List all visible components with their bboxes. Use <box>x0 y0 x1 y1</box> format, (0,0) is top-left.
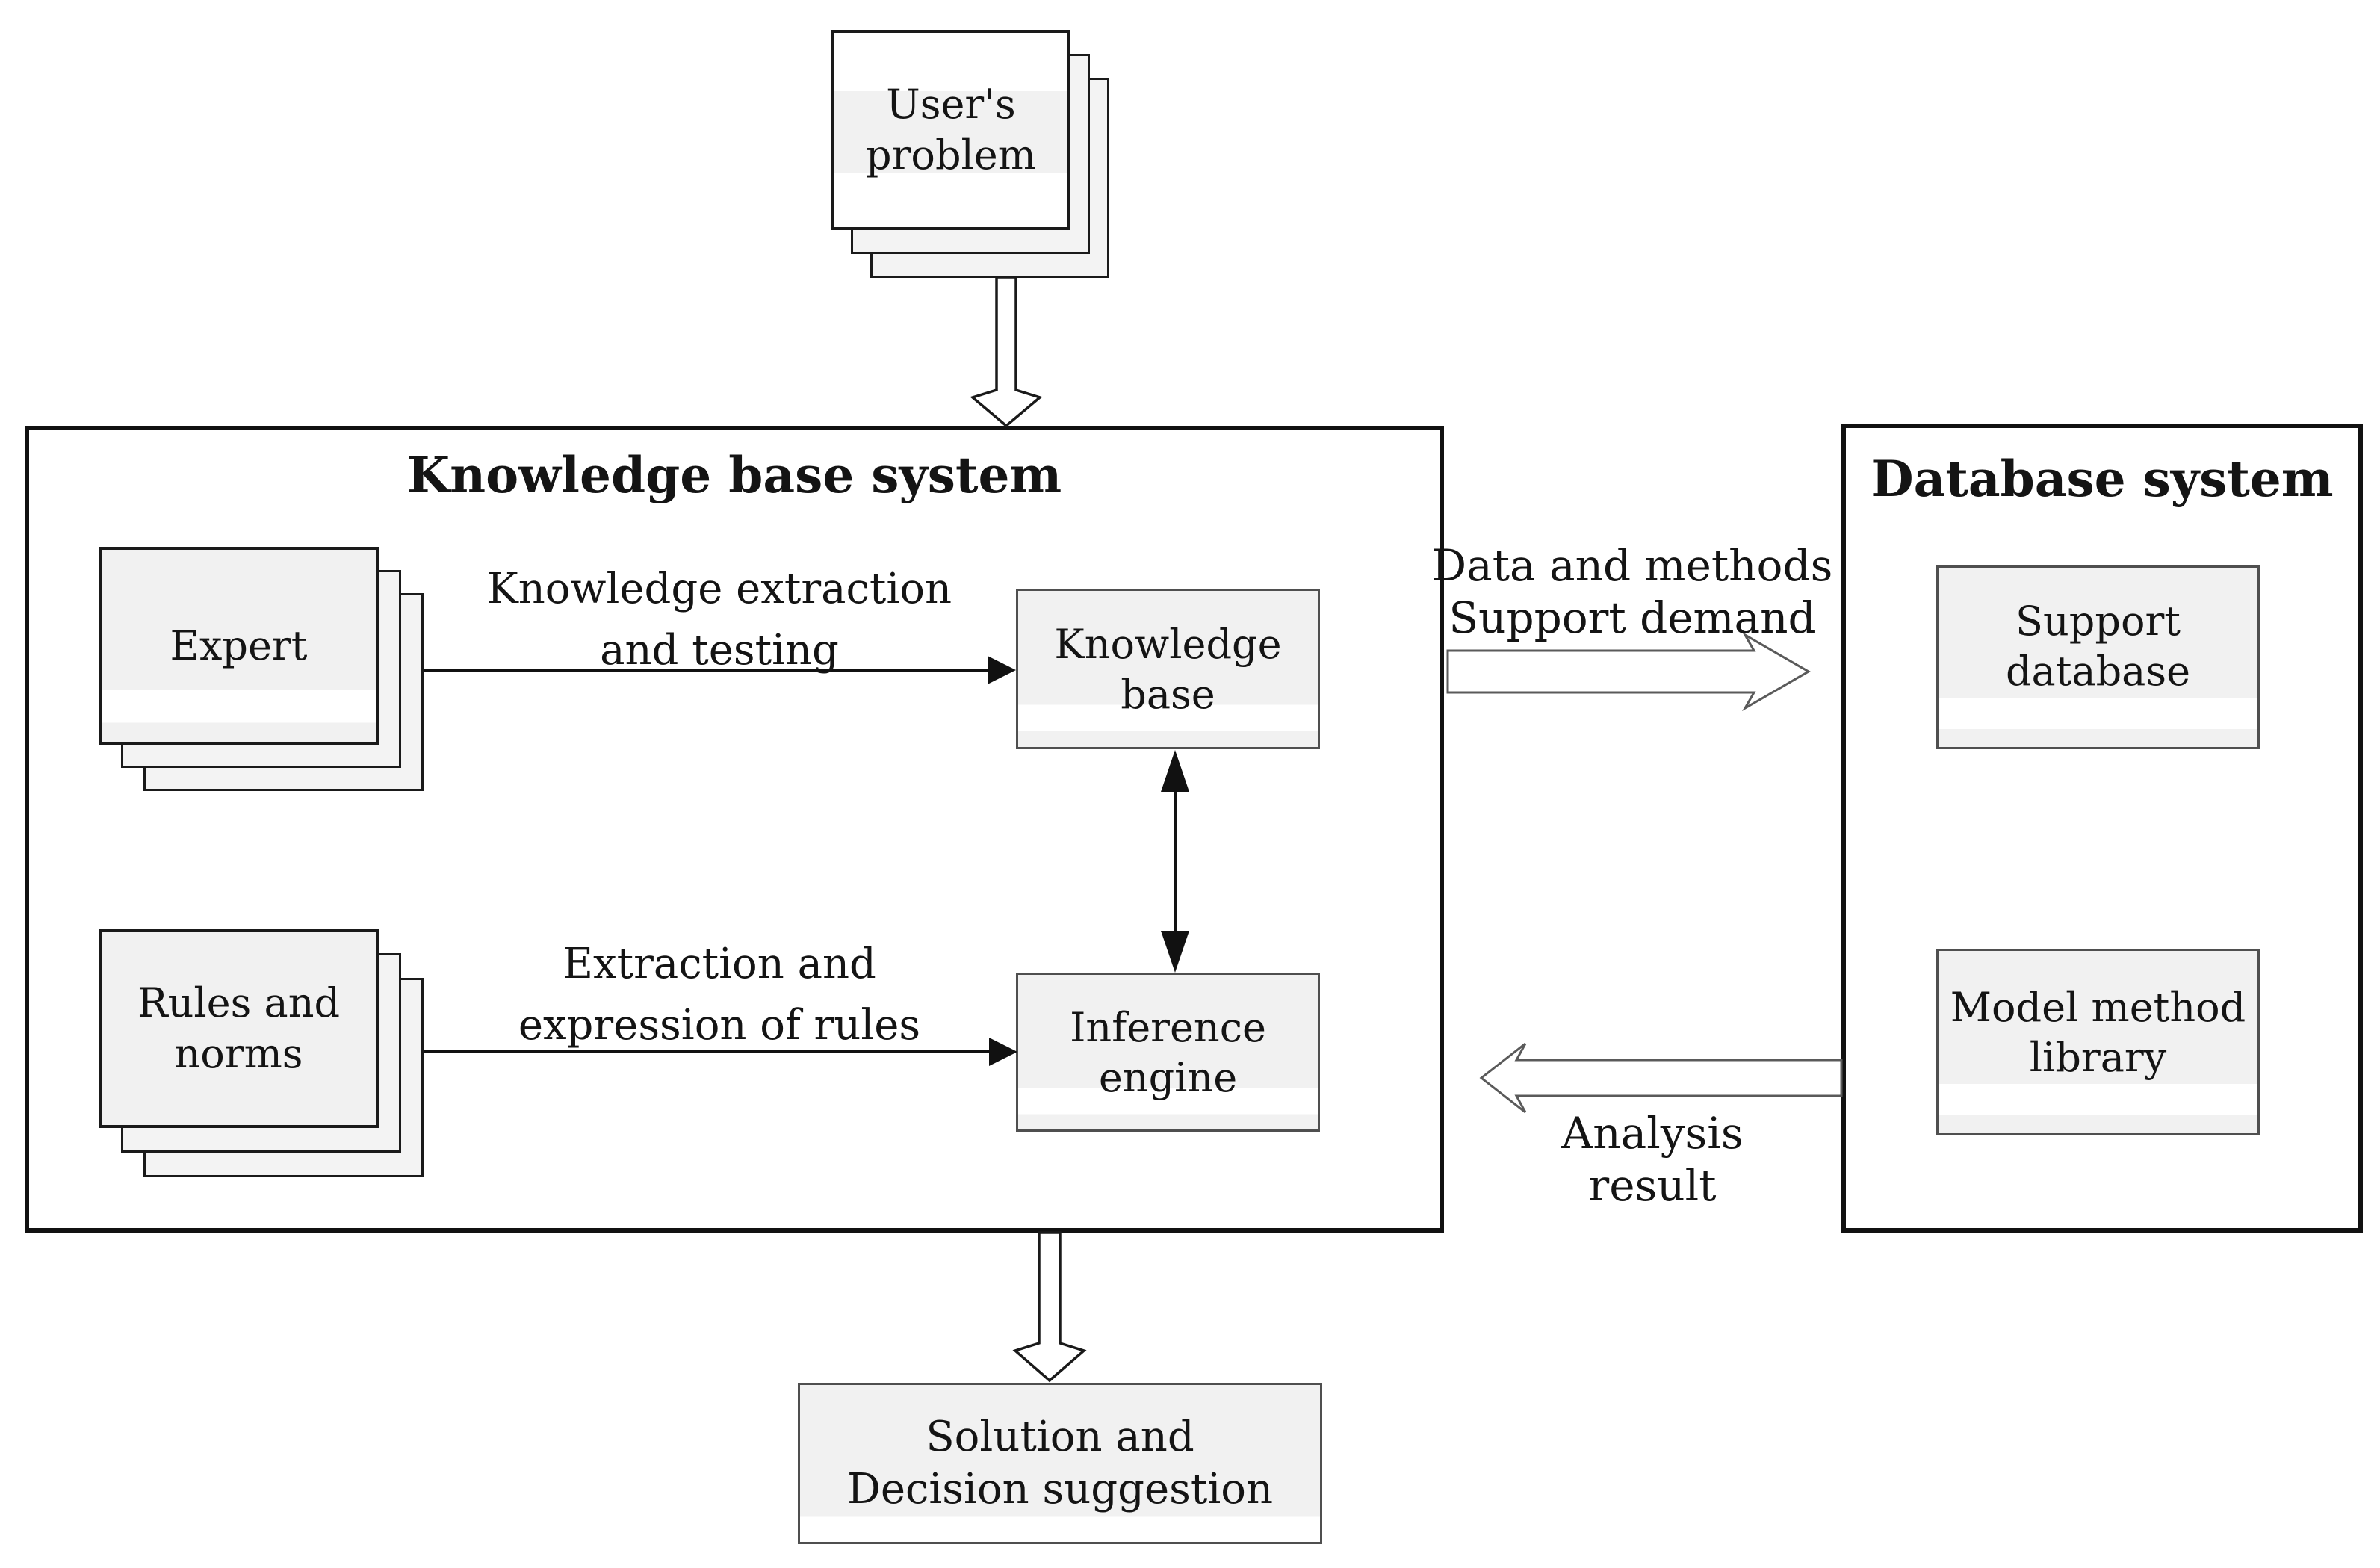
analysis-result-label-line2: result <box>1588 1160 1717 1211</box>
knowledge-base-node: Knowledge base <box>1016 589 1320 749</box>
user-problem-node: User's problem <box>831 30 1070 230</box>
expert-to-knowledge-base-arrowhead <box>988 656 1016 684</box>
knowledge-base-system-container: Knowledge base system <box>25 426 1444 1233</box>
inference-engine-label-line2: engine <box>1098 1053 1238 1101</box>
user-problem-label-line1: User's <box>886 81 1016 128</box>
kbs-to-solution-arrow <box>1012 1231 1087 1383</box>
analysis-result-arrow <box>1479 1042 1843 1114</box>
user-problem-label-line2: problem <box>866 131 1036 179</box>
data-methods-label-line1: Data and methods <box>1431 540 1833 591</box>
solution-label-line2: Decision suggestion <box>846 1465 1274 1513</box>
solution-label-line1: Solution and <box>926 1413 1194 1461</box>
solution-node: Solution and Decision suggestion <box>798 1383 1322 1544</box>
user-problem-to-kbs-arrow <box>970 276 1043 428</box>
support-database-label-line2: database <box>2005 648 2191 695</box>
rules-extraction-label-line1: Extraction and <box>563 940 876 988</box>
rules-to-inference-engine-arrowhead <box>989 1038 1017 1066</box>
rules-extraction-edge-label: Extraction and expression of rules <box>518 934 920 1056</box>
model-method-library-label-line2: library <box>2029 1034 2167 1081</box>
rules-norms-label-line1: Rules and <box>137 979 341 1026</box>
rules-extraction-label-line2: expression of rules <box>518 1001 921 1050</box>
data-methods-label-line2: Support demand <box>1448 592 1816 643</box>
inference-engine-label-line1: Inference <box>1070 1003 1266 1051</box>
knowledge-base-label-line2: base <box>1121 670 1215 718</box>
knowledge-extraction-label-line1: Knowledge extraction <box>486 565 952 613</box>
support-database-label-line1: Support <box>2015 598 2181 645</box>
database-system-container: Database system <box>1841 424 2363 1233</box>
database-system-title: Database system <box>1871 450 2334 508</box>
analysis-result-edge-label: Analysis result <box>1561 1107 1743 1212</box>
knowledge-base-system-title: Knowledge base system <box>406 446 1062 504</box>
data-methods-edge-label: Data and methods Support demand <box>1432 539 1833 644</box>
model-method-library-node: Model method library <box>1936 949 2260 1135</box>
model-method-library-label-line1: Model method <box>1950 984 2246 1031</box>
rules-norms-label-line2: norms <box>174 1029 303 1077</box>
data-methods-support-demand-arrow <box>1446 631 1812 712</box>
knowledge-base-arrowhead-up <box>1161 750 1189 792</box>
knowledge-extraction-label-line2: and testing <box>600 626 839 675</box>
knowledge-extraction-edge-label: Knowledge extraction and testing <box>487 559 952 681</box>
analysis-result-label-line1: Analysis <box>1561 1108 1744 1159</box>
support-database-node: Support database <box>1936 565 2260 749</box>
inference-engine-node: Inference engine <box>1016 973 1320 1132</box>
rules-norms-node: Rules and norms <box>99 929 379 1128</box>
expert-node: Expert <box>99 547 379 745</box>
expert-label: Expert <box>170 622 308 669</box>
knowledge-base-label-line1: Knowledge <box>1054 620 1282 668</box>
inference-engine-arrowhead-down <box>1161 931 1189 973</box>
